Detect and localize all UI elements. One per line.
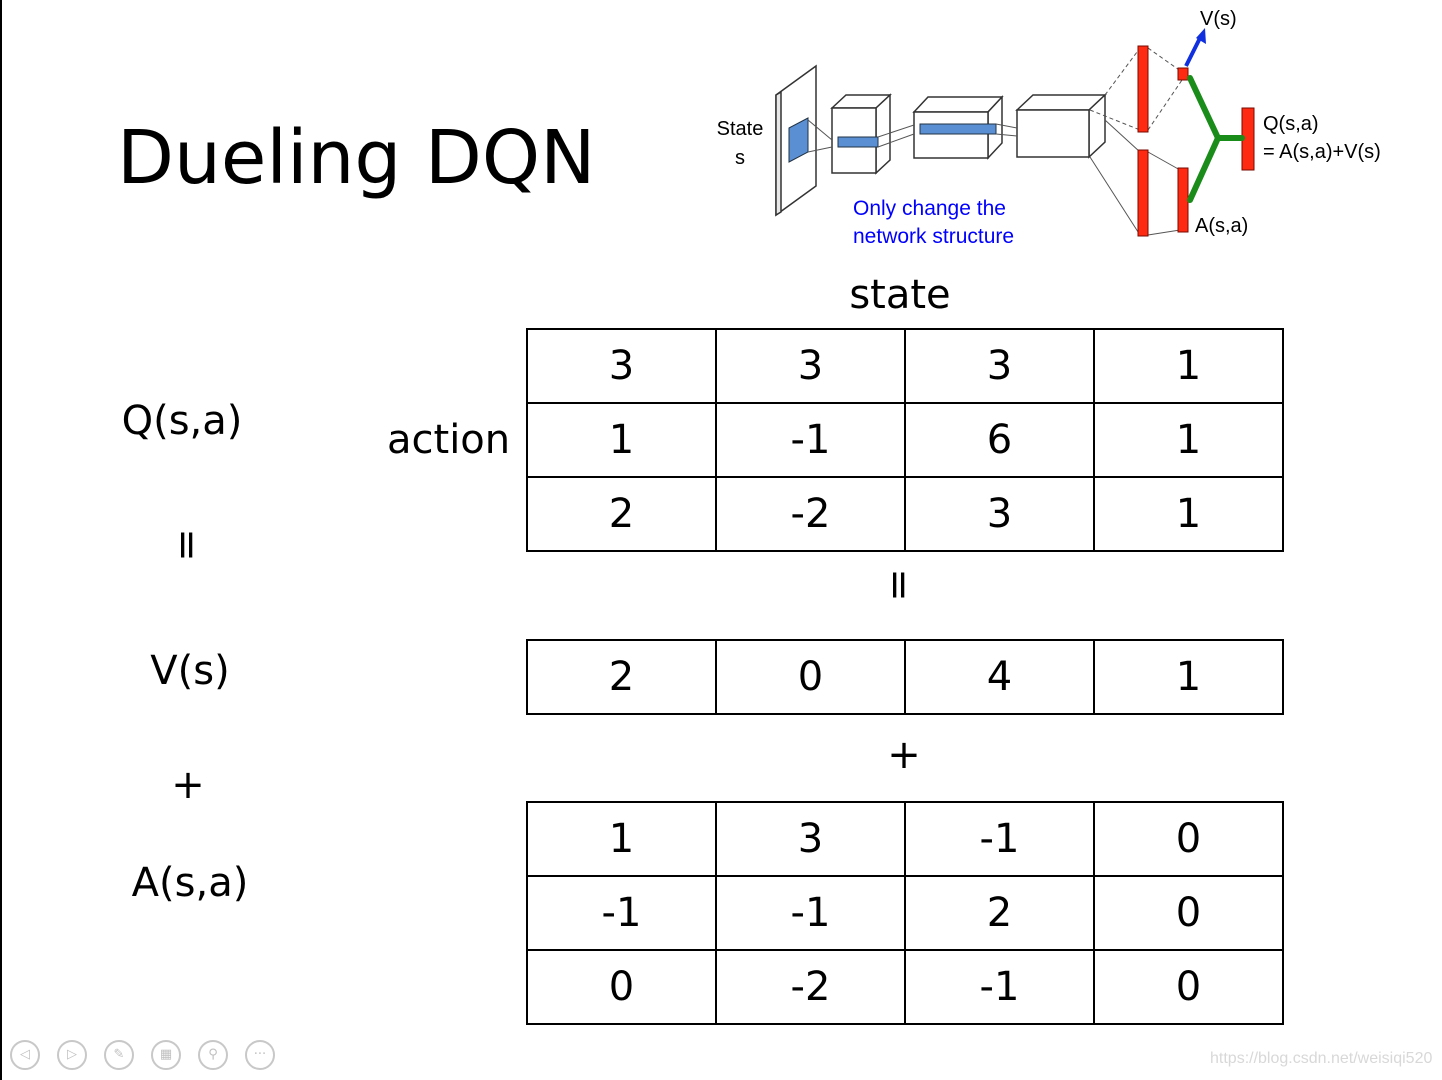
magnifier-icon: ⚲ <box>208 1047 218 1062</box>
table-cell: 1 <box>1093 639 1284 715</box>
table-cell: -1 <box>904 949 1095 1025</box>
table-cell: -2 <box>715 476 906 552</box>
dueling-network-diagram: State s Only change the network structur… <box>717 8 1381 248</box>
table-cell: 3 <box>904 476 1095 552</box>
table-cell: 1 <box>526 801 717 877</box>
table-cell: -1 <box>526 875 717 951</box>
action-axis-label: action <box>387 417 511 463</box>
v-arrow-icon <box>1184 28 1206 67</box>
table-cell: 3 <box>715 801 906 877</box>
more-options-button[interactable]: ··· <box>245 1040 275 1070</box>
q-output-label-line2: = A(s,a)+V(s) <box>1263 141 1381 163</box>
zoom-button[interactable]: ⚲ <box>198 1040 228 1070</box>
table-row: 3 3 3 1 <box>526 328 1284 404</box>
left-border <box>0 0 2 1080</box>
table-cell: 3 <box>526 328 717 404</box>
q-table: 3 3 3 1 1 -1 6 1 2 -2 3 1 <box>526 328 1284 552</box>
grid-icon: ▦ <box>159 1047 173 1062</box>
table-cell: 0 <box>526 949 717 1025</box>
table-cell: 6 <box>904 402 1095 478</box>
next-slide-button[interactable]: ▷ <box>57 1040 87 1070</box>
table-cell: -1 <box>715 402 906 478</box>
pen-icon: ✎ <box>113 1047 125 1062</box>
state-symbol-text: s <box>735 147 745 169</box>
note-text-line1: Only change the <box>853 197 1006 220</box>
table-row: 2 -2 3 1 <box>526 476 1284 552</box>
a-table: 1 3 -1 0 -1 -1 2 0 0 -2 -1 0 <box>526 801 1284 1025</box>
conv-layer-1 <box>830 93 892 175</box>
table-cell: -2 <box>715 949 906 1025</box>
table-cell: 0 <box>1093 949 1284 1025</box>
a-output-label: A(s,a) <box>1195 215 1248 237</box>
table-cell: 1 <box>526 402 717 478</box>
state-axis-label: state <box>849 272 951 318</box>
table-cell: 4 <box>904 639 1095 715</box>
table-cell: 0 <box>715 639 906 715</box>
a-label: A(s,a) <box>131 860 249 906</box>
conv-layer-2 <box>912 95 1004 160</box>
pen-tool-button[interactable]: ✎ <box>104 1040 134 1070</box>
slide-overview-button[interactable]: ▦ <box>151 1040 181 1070</box>
v-output-label: V(s) <box>1200 8 1237 30</box>
plus-sign-left: + <box>171 762 205 808</box>
table-cell: -1 <box>904 801 1095 877</box>
v-label: V(s) <box>150 648 230 694</box>
conv-layer-1-filter <box>837 136 879 148</box>
table-cell: 2 <box>904 875 1095 951</box>
equals-sign-left: = <box>164 528 210 562</box>
state-text: State <box>717 118 764 140</box>
conv-layer-2-filter <box>919 123 997 135</box>
table-cell: 1 <box>1093 328 1284 404</box>
equals-sign-center: = <box>876 568 922 602</box>
merge-lines <box>1187 75 1245 203</box>
table-row: 2 0 4 1 <box>526 639 1284 715</box>
table-cell: -1 <box>715 875 906 951</box>
conv-layer-3 <box>1015 93 1107 159</box>
plus-sign-center: + <box>887 732 921 778</box>
note-text-line2: network structure <box>853 225 1014 248</box>
table-cell: 2 <box>526 639 717 715</box>
table-row: 1 -1 6 1 <box>526 402 1284 478</box>
fc-streams <box>1137 45 1255 237</box>
table-row: -1 -1 2 0 <box>526 875 1284 951</box>
table-cell: 0 <box>1093 875 1284 951</box>
table-cell: 3 <box>715 328 906 404</box>
layer-connectors <box>807 47 1183 236</box>
table-cell: 2 <box>526 476 717 552</box>
table-row: 0 -2 -1 0 <box>526 949 1284 1025</box>
ellipsis-icon: ··· <box>253 1047 267 1062</box>
table-cell: 1 <box>1093 476 1284 552</box>
next-icon: ▷ <box>67 1047 77 1062</box>
table-cell: 1 <box>1093 402 1284 478</box>
q-label: Q(s,a) <box>121 398 243 444</box>
q-output-label-line1: Q(s,a) <box>1263 113 1319 135</box>
slide-title: Dueling DQN <box>117 115 596 201</box>
table-cell: 3 <box>904 328 1095 404</box>
prev-icon: ◁ <box>20 1047 30 1062</box>
table-row: 1 3 -1 0 <box>526 801 1284 877</box>
previous-slide-button[interactable]: ◁ <box>10 1040 40 1070</box>
watermark: https://blog.csdn.net/weisiqi520 <box>1210 1050 1433 1067</box>
table-cell: 0 <box>1093 801 1284 877</box>
v-table: 2 0 4 1 <box>526 639 1284 715</box>
